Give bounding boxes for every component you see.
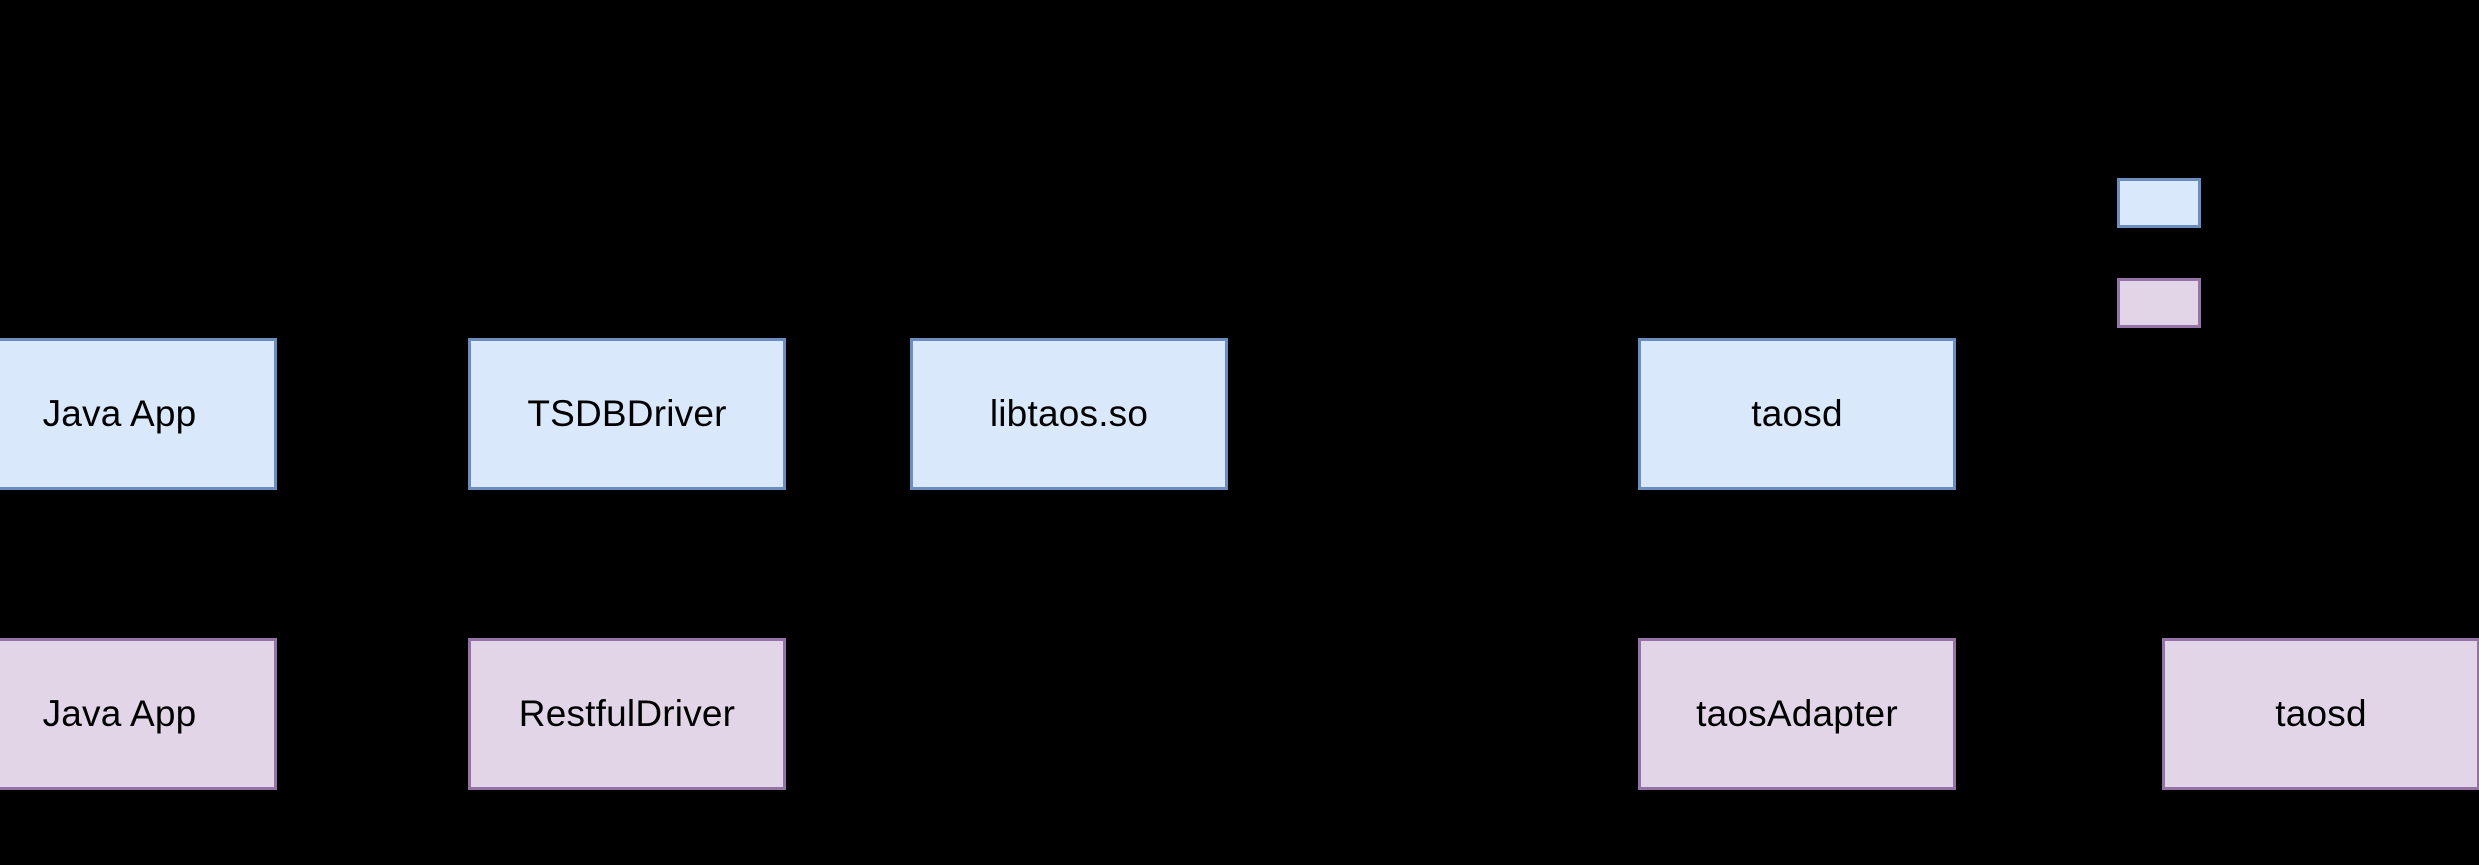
node-label: TSDBDriver: [527, 392, 727, 434]
node-native-tsdbdriver[interactable]: TSDBDriver: [468, 338, 786, 490]
node-rest-taosadapter[interactable]: taosAdapter: [1638, 638, 1956, 790]
node-label: taosd: [2275, 692, 2367, 734]
node-label: Java App: [42, 392, 197, 434]
node-rest-java-app[interactable]: Java App: [0, 638, 277, 790]
node-rest-taosd[interactable]: taosd: [2162, 638, 2479, 790]
node-native-libtaos[interactable]: libtaos.so: [910, 338, 1228, 490]
node-native-taosd[interactable]: taosd: [1638, 338, 1956, 490]
node-label: RestfulDriver: [518, 692, 736, 734]
node-native-java-app[interactable]: Java App: [0, 338, 277, 490]
legend-native-swatch: [2117, 178, 2201, 228]
legend-rest-swatch: [2117, 278, 2201, 328]
node-rest-restfuldriver[interactable]: RestfulDriver: [468, 638, 786, 790]
node-label: taosd: [1751, 392, 1843, 434]
node-label: Java App: [42, 692, 197, 734]
node-label: taosAdapter: [1696, 692, 1898, 734]
node-label: libtaos.so: [989, 392, 1149, 434]
